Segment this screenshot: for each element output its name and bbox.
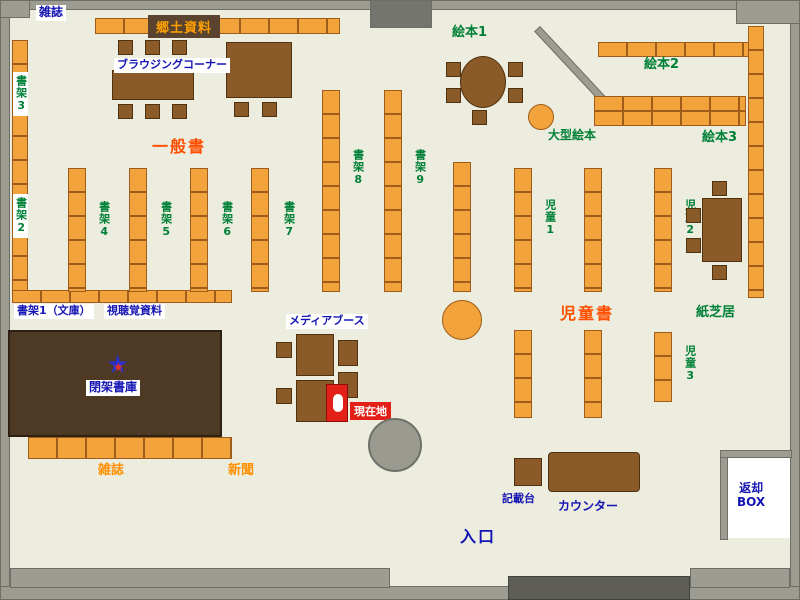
chair (712, 265, 727, 280)
chair (234, 102, 249, 117)
chair (508, 88, 523, 103)
wall-diagonal (534, 26, 607, 103)
kyodo-shiryo-label: 郷土資料 (148, 15, 221, 38)
magazines-top-label: 雑誌 (36, 5, 67, 21)
shelf-9 (384, 90, 402, 292)
writing-desk (514, 458, 542, 486)
shoka8-label: 書架8 (351, 149, 365, 187)
chair (446, 88, 461, 103)
chair (145, 40, 160, 55)
round-table (460, 56, 506, 108)
shelf-bunko-av (12, 290, 232, 303)
current-location-dot (333, 394, 343, 412)
chair (262, 102, 277, 117)
heika-shoko-label: 閉架書庫 (86, 380, 141, 396)
shelf-8 (322, 90, 340, 292)
chair (276, 388, 292, 404)
ehon2-label: 絵本2 (644, 57, 680, 72)
shelf-ehon3-row1 (594, 96, 746, 111)
chair (172, 104, 187, 119)
jido3-label: 児童3 (683, 345, 697, 383)
return-box-wall-left (720, 450, 728, 540)
chair (472, 110, 487, 125)
shelf-jido-e (584, 330, 602, 418)
shoka1-bunko-label: 書架1（文庫） (14, 304, 94, 319)
shoka5-label: 書架5 (159, 201, 173, 239)
counter-label: カウンター (558, 499, 619, 513)
shelf-jido-a (514, 168, 532, 292)
chair (686, 238, 701, 253)
return-box-wall-top (720, 450, 792, 458)
media-booth-desk-3 (338, 340, 358, 366)
chair (686, 208, 701, 223)
shoka7-label: 書架7 (282, 201, 296, 239)
browsing-table-2 (226, 42, 292, 98)
shelf-6 (190, 168, 208, 292)
shelf-jido-c (654, 168, 672, 292)
media-booth-desk-1 (296, 334, 334, 376)
pillar-top-wall (370, 0, 432, 28)
shichokaku-label: 視聴覚資料 (104, 304, 165, 319)
ehon3-label: 絵本3 (702, 130, 738, 145)
ogata-ehon-label: 大型絵本 (548, 128, 597, 142)
wall-bottom-right (690, 568, 790, 588)
shelf-jido-d (514, 330, 532, 418)
kisaidai-label: 記載台 (502, 492, 535, 505)
current-location-marker (326, 384, 348, 422)
magazines-bottom-label: 雑誌 (98, 463, 125, 478)
iriguchi-label: 入口 (460, 527, 497, 546)
large-picture-book-table (528, 104, 554, 130)
shelf-5 (129, 168, 147, 292)
chair (276, 342, 292, 358)
corner-top-left (0, 0, 30, 18)
entrance-mat (508, 576, 690, 600)
story-circle (442, 300, 482, 340)
chair (118, 40, 133, 55)
pillar-column (368, 418, 422, 472)
jidosho-label: 児童書 (560, 304, 615, 323)
media-booth-label: メディアブース (286, 314, 368, 329)
shoka4-label: 書架4 (97, 201, 111, 239)
star-inner-icon: ★ (113, 360, 124, 374)
browsing-corner-label: ブラウジングコーナー (114, 58, 230, 73)
shelf-right-wall (748, 26, 764, 298)
shoka9-label: 書架9 (413, 149, 427, 187)
shelf-7 (251, 168, 269, 292)
genzaichi-label: 現在地 (350, 402, 391, 420)
chair (446, 62, 461, 77)
return-box-label: 返却 BOX (737, 481, 766, 510)
chair (118, 104, 133, 119)
shelf-center (453, 162, 471, 292)
children-table (702, 198, 742, 262)
shoka3-label: 書架3 (13, 72, 28, 116)
return-box-label-line1: 返却 (739, 481, 764, 495)
return-box-area (728, 458, 790, 538)
chair (145, 104, 160, 119)
counter-desk (548, 452, 640, 492)
chair (712, 181, 727, 196)
shelf-jido-b (584, 168, 602, 292)
jido1-label: 児童1 (543, 199, 557, 237)
star-icon: ★ (106, 350, 130, 380)
ehon1-label: 絵本1 (452, 25, 488, 40)
wall-left (0, 0, 10, 600)
shelf-4 (68, 168, 86, 292)
shelf-ehon2 (598, 42, 750, 57)
chair (508, 62, 523, 77)
ippansho-label: 一般書 (152, 137, 207, 156)
shoka6-label: 書架6 (220, 201, 234, 239)
shimbun-label: 新聞 (228, 463, 255, 478)
shoka2-label: 書架2 (13, 194, 28, 238)
browsing-table-1 (112, 70, 194, 100)
return-box-label-line2: BOX (737, 494, 766, 509)
corner-top-right (736, 0, 800, 24)
kamishibai-label: 紙芝居 (696, 305, 736, 320)
shelf-bottom-left (28, 437, 232, 459)
wall-right (790, 0, 800, 600)
wall-bottom-left (10, 568, 390, 588)
chair (172, 40, 187, 55)
shelf-ehon3-row2 (594, 111, 746, 126)
shelf-jido-f (654, 332, 672, 402)
